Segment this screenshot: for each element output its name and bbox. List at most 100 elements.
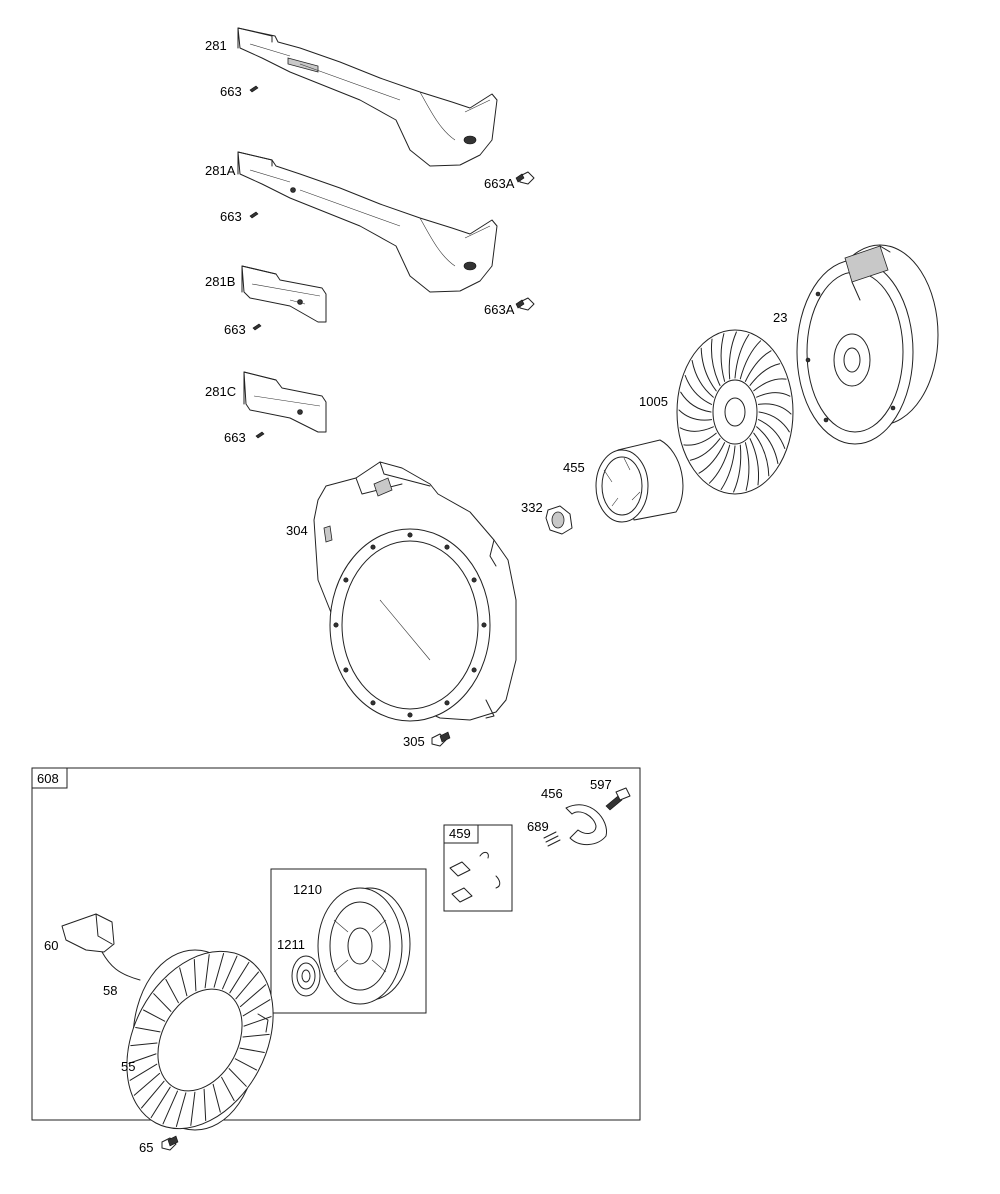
label-663: 663 [224,430,246,445]
label-456: 456 [541,786,563,801]
starter-rib [179,967,188,997]
starter-rib [213,953,225,988]
part-455-starter-cup[interactable] [595,439,684,523]
part-55-starter-housing[interactable] [98,926,303,1154]
assembly-608-tag [31,767,68,789]
part-1211-spring[interactable] [291,955,321,997]
starter-rib [242,1033,270,1038]
label-459: 459 [449,826,471,841]
starter-rib [165,979,179,1004]
bolt-663A-icon[interactable] [515,171,535,185]
fan-blade [757,403,792,415]
fan-blade [739,340,762,380]
screw-663-icon[interactable] [249,211,259,219]
starter-rib [242,999,271,1017]
fan-blade [683,432,717,446]
part-304-blower-housing[interactable] [313,461,517,722]
label-65: 65 [139,1140,153,1155]
label-663A: 663A [484,302,515,317]
starter-rib [128,1053,157,1064]
bolt-hole [481,622,487,628]
part-23-flywheel[interactable] [796,244,939,445]
fan-blade [678,409,713,421]
screw-663-icon[interactable] [252,323,262,331]
fan-blade [733,444,742,493]
label-281C: 281C [205,384,236,399]
bolt-hole [407,712,413,718]
starter-rib [228,1068,247,1087]
part-459-pawls[interactable] [449,851,501,903]
starter-rib [193,959,197,992]
assembly-608-box [31,767,641,1121]
part-456-retainer[interactable] [565,804,607,845]
starter-rib [221,1076,235,1101]
fan-blade [700,347,717,392]
bolt-hole [471,667,477,673]
fan-blade [757,419,786,449]
fan-blade [749,438,760,486]
bolt-hole [444,544,450,550]
starter-rib [175,1092,187,1127]
starter-rib [143,1009,166,1022]
part-1210-pulley[interactable] [317,887,411,1005]
assembly-pulley-box [270,868,427,1014]
starter-rib [243,1016,272,1027]
screw-663-icon[interactable] [255,431,265,439]
fan-blade [734,334,750,379]
label-281: 281 [205,38,227,53]
fan-blade [689,438,721,461]
label-23: 23 [773,310,787,325]
bolt-hole [407,532,413,538]
fan-blade [744,350,772,382]
starter-rib [133,1072,161,1096]
part-281B-bracket[interactable] [241,265,327,323]
label-663A: 663A [484,176,515,191]
label-58: 58 [103,983,117,998]
bolt-663A-icon[interactable] [515,297,535,311]
part-58-rope[interactable] [101,951,141,981]
screw-663-icon[interactable] [249,85,259,93]
bolt-hole [370,700,376,706]
bolt-65-icon[interactable] [161,1135,179,1151]
part-60-handle[interactable] [61,913,115,953]
label-597: 597 [590,777,612,792]
label-60: 60 [44,938,58,953]
part-281C-bracket[interactable] [243,371,327,433]
part-281A-bracket[interactable] [237,151,498,293]
label-663: 663 [224,322,246,337]
label-305: 305 [403,734,425,749]
fan-blade [720,333,726,382]
label-608: 608 [37,771,59,786]
label-1211: 1211 [277,937,305,952]
bolt-305-icon[interactable] [431,731,451,747]
label-689: 689 [527,819,549,834]
label-332: 332 [521,500,543,515]
part-332-nut[interactable] [545,505,573,535]
fan-blade [684,375,713,405]
fan-blade [679,426,714,432]
part-1005-fan[interactable] [676,329,794,495]
starter-rib [235,971,259,1000]
label-455: 455 [563,460,585,475]
part-689-spring[interactable] [543,831,561,847]
bolt-hole [471,577,477,583]
starter-rib [222,955,238,990]
assembly-459-tag [443,824,479,844]
fan-blade [749,363,781,386]
fan-blade [691,360,714,398]
fan-blade [756,426,779,464]
part-597-screw[interactable] [605,787,631,811]
starter-rib [153,993,172,1012]
starter-rib [229,961,250,994]
starter-rib [203,1088,207,1121]
starter-rib [135,1027,161,1033]
fan-blade [753,378,787,392]
fan-blade [708,444,731,484]
label-281B: 281B [205,274,235,289]
label-1005: 1005 [639,394,668,409]
starter-rib [212,1083,221,1113]
part-281-bracket[interactable] [237,27,498,167]
fan-blade [756,392,791,398]
fan-blade [720,445,736,490]
